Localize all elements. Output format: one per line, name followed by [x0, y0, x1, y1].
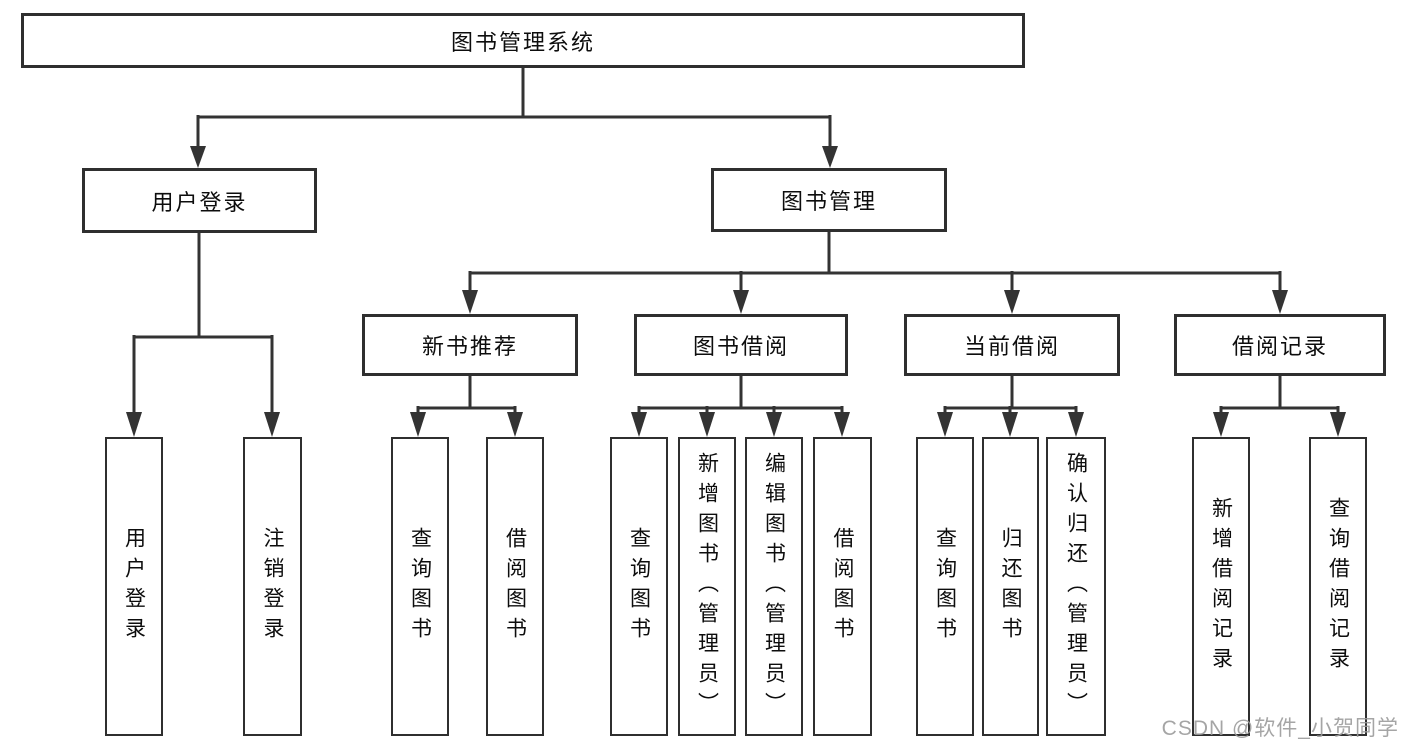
leaf-cb-confirm-return-admin-label: 确认归还（管理员） [1064, 451, 1088, 722]
node-book-borrow: 图书借阅 [634, 314, 848, 376]
leaf-user-login-label: 用户登录 [122, 526, 146, 647]
node-user-login: 用户登录 [82, 168, 317, 233]
leaf-nb-borrow-book-label: 借阅图书 [503, 526, 527, 647]
node-borrow-record: 借阅记录 [1174, 314, 1386, 376]
leaf-br-query-record-label: 查询借阅记录 [1326, 496, 1350, 677]
node-current-borrow: 当前借阅 [904, 314, 1120, 376]
leaf-cb-return-book: 归还图书 [982, 437, 1039, 736]
leaf-br-query-record: 查询借阅记录 [1309, 437, 1367, 736]
csdn-watermark: CSDN @软件_小贺同学 [1161, 717, 1399, 740]
leaf-cb-query-book: 查询图书 [916, 437, 974, 736]
leaf-cb-confirm-return-admin: 确认归还（管理员） [1046, 437, 1106, 736]
leaf-nb-query-book-label: 查询图书 [408, 526, 432, 647]
leaf-logout-label: 注销登录 [261, 526, 284, 647]
leaf-bb-edit-book-admin: 编辑图书（管理员） [745, 437, 803, 736]
node-book-management: 图书管理 [711, 168, 947, 232]
leaf-br-add-record: 新增借阅记录 [1192, 437, 1250, 736]
node-new-book-recommend: 新书推荐 [362, 314, 578, 376]
leaf-nb-borrow-book: 借阅图书 [486, 437, 544, 736]
leaf-bb-add-book-admin: 新增图书（管理员） [678, 437, 736, 736]
leaf-bb-edit-book-admin-label: 编辑图书（管理员） [762, 451, 786, 722]
leaf-bb-borrow-book: 借阅图书 [813, 437, 872, 736]
leaf-br-add-record-label: 新增借阅记录 [1209, 496, 1233, 677]
leaf-nb-query-book: 查询图书 [391, 437, 449, 736]
arrowhead-icons [126, 146, 1346, 437]
leaf-bb-query-book: 查询图书 [610, 437, 668, 736]
leaf-logout: 注销登录 [243, 437, 302, 736]
node-system-root: 图书管理系统 [21, 13, 1025, 68]
leaf-bb-add-book-admin-label: 新增图书（管理员） [695, 451, 719, 722]
leaf-user-login: 用户登录 [105, 437, 163, 736]
leaf-cb-query-book-label: 查询图书 [933, 526, 957, 647]
leaf-bb-query-book-label: 查询图书 [627, 526, 651, 647]
leaf-bb-borrow-book-label: 借阅图书 [831, 526, 854, 647]
leaf-cb-return-book-label: 归还图书 [999, 526, 1022, 647]
